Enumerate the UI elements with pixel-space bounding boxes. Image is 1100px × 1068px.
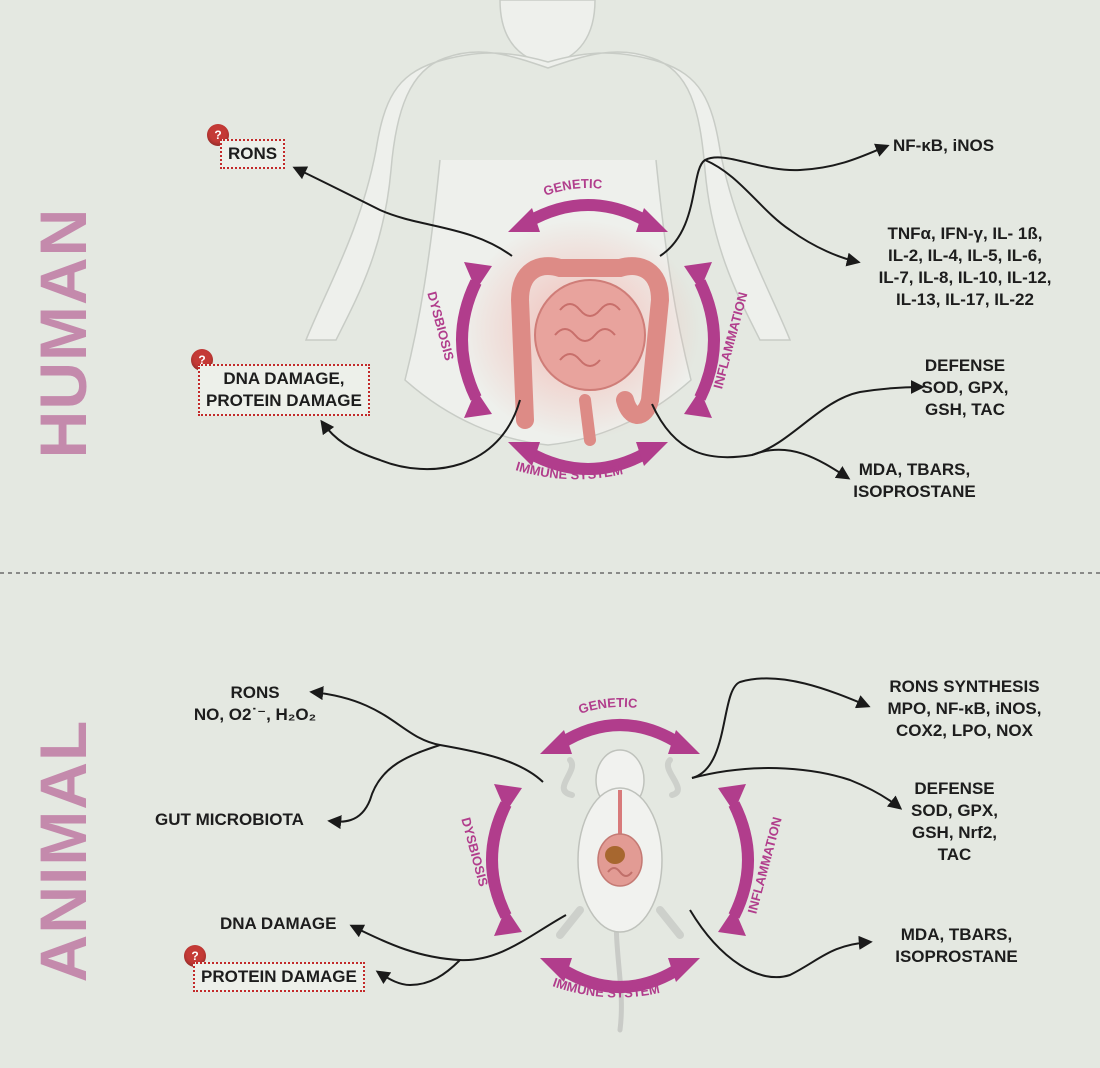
- synthesis-line: MPO, NF-κB, iNOS,: [887, 699, 1042, 718]
- markers-line: MDA, TBARS,: [900, 925, 1013, 944]
- animal-microbiota-label: GUT MICROBIOTA: [155, 810, 304, 829]
- animal-markers-label: MDA, TBARS, ISOPROSTANE: [884, 924, 1029, 968]
- defense-line: GSH, TAC: [925, 400, 1005, 419]
- defense-line: SOD, GPX,: [921, 378, 1009, 397]
- human-damage-label: DNA DAMAGE, PROTEIN DAMAGE: [198, 364, 370, 416]
- human-connectors: [292, 143, 925, 480]
- animal-defense-label: DEFENSE SOD, GPX, GSH, Nrf2, TAC: [902, 778, 1007, 866]
- human-damage-line: PROTEIN DAMAGE: [206, 391, 362, 410]
- rat-illustration: [556, 749, 684, 1033]
- defense-line: TAC: [937, 845, 972, 864]
- human-cycle-arrowheads: [464, 208, 712, 466]
- cytokine-line: IL-7, IL-8, IL-10, IL-12,: [878, 268, 1052, 287]
- human-markers-label: MDA, TBARS, ISOPROSTANE: [842, 459, 987, 503]
- human-nfkb-label: NF-κB, iNOS: [893, 136, 995, 155]
- question-badge-icon: ?: [184, 945, 206, 967]
- defense-line: SOD, GPX,: [911, 801, 998, 820]
- markers-line: MDA, TBARS,: [858, 460, 971, 479]
- rons-title: RONS: [230, 683, 280, 702]
- animal-dna-damage-label: DNA DAMAGE: [220, 914, 337, 933]
- human-side-label: HUMAN: [26, 207, 100, 459]
- animal-connectors: [309, 677, 903, 987]
- cytokine-line: TNFα, IFN-γ, IL- 1ß,: [887, 224, 1043, 243]
- animal-rons-label: RONS NO, O2˙⁻, H₂O₂: [190, 682, 320, 726]
- markers-line: ISOPROSTANE: [895, 947, 1018, 966]
- animal-synthesis-label: RONS SYNTHESIS MPO, NF-κB, iNOS, COX2, L…: [872, 676, 1057, 742]
- human-cytokines-label: TNFα, IFN-γ, IL- 1ß, IL-2, IL-4, IL-5, I…: [860, 223, 1070, 311]
- cytokine-line: IL-13, IL-17, IL-22: [896, 290, 1034, 309]
- synthesis-line: COX2, LPO, NOX: [896, 721, 1033, 740]
- defense-line: GSH, Nrf2,: [911, 823, 998, 842]
- synthesis-line: RONS SYNTHESIS: [889, 677, 1040, 696]
- animal-protein-damage-label: PROTEIN DAMAGE: [193, 962, 365, 992]
- human-damage-line: DNA DAMAGE,: [223, 369, 345, 388]
- defense-line: DEFENSE: [924, 356, 1006, 375]
- human-defense-label: DEFENSE SOD, GPX, GSH, TAC: [910, 355, 1020, 421]
- rons-species: NO, O2˙⁻, H₂O₂: [193, 705, 317, 724]
- defense-line: DEFENSE: [914, 779, 995, 798]
- cytokine-line: IL-2, IL-4, IL-5, IL-6,: [888, 246, 1042, 265]
- human-intestine: [460, 220, 700, 446]
- markers-line: ISOPROSTANE: [853, 482, 976, 501]
- human-cycle-arrows: [456, 199, 720, 475]
- animal-side-label: ANIMAL: [26, 719, 100, 983]
- animal-cycle-arrows: [486, 719, 754, 993]
- human-rons-label: RONS: [220, 139, 286, 169]
- animal-cycle-arrowheads: [494, 730, 746, 982]
